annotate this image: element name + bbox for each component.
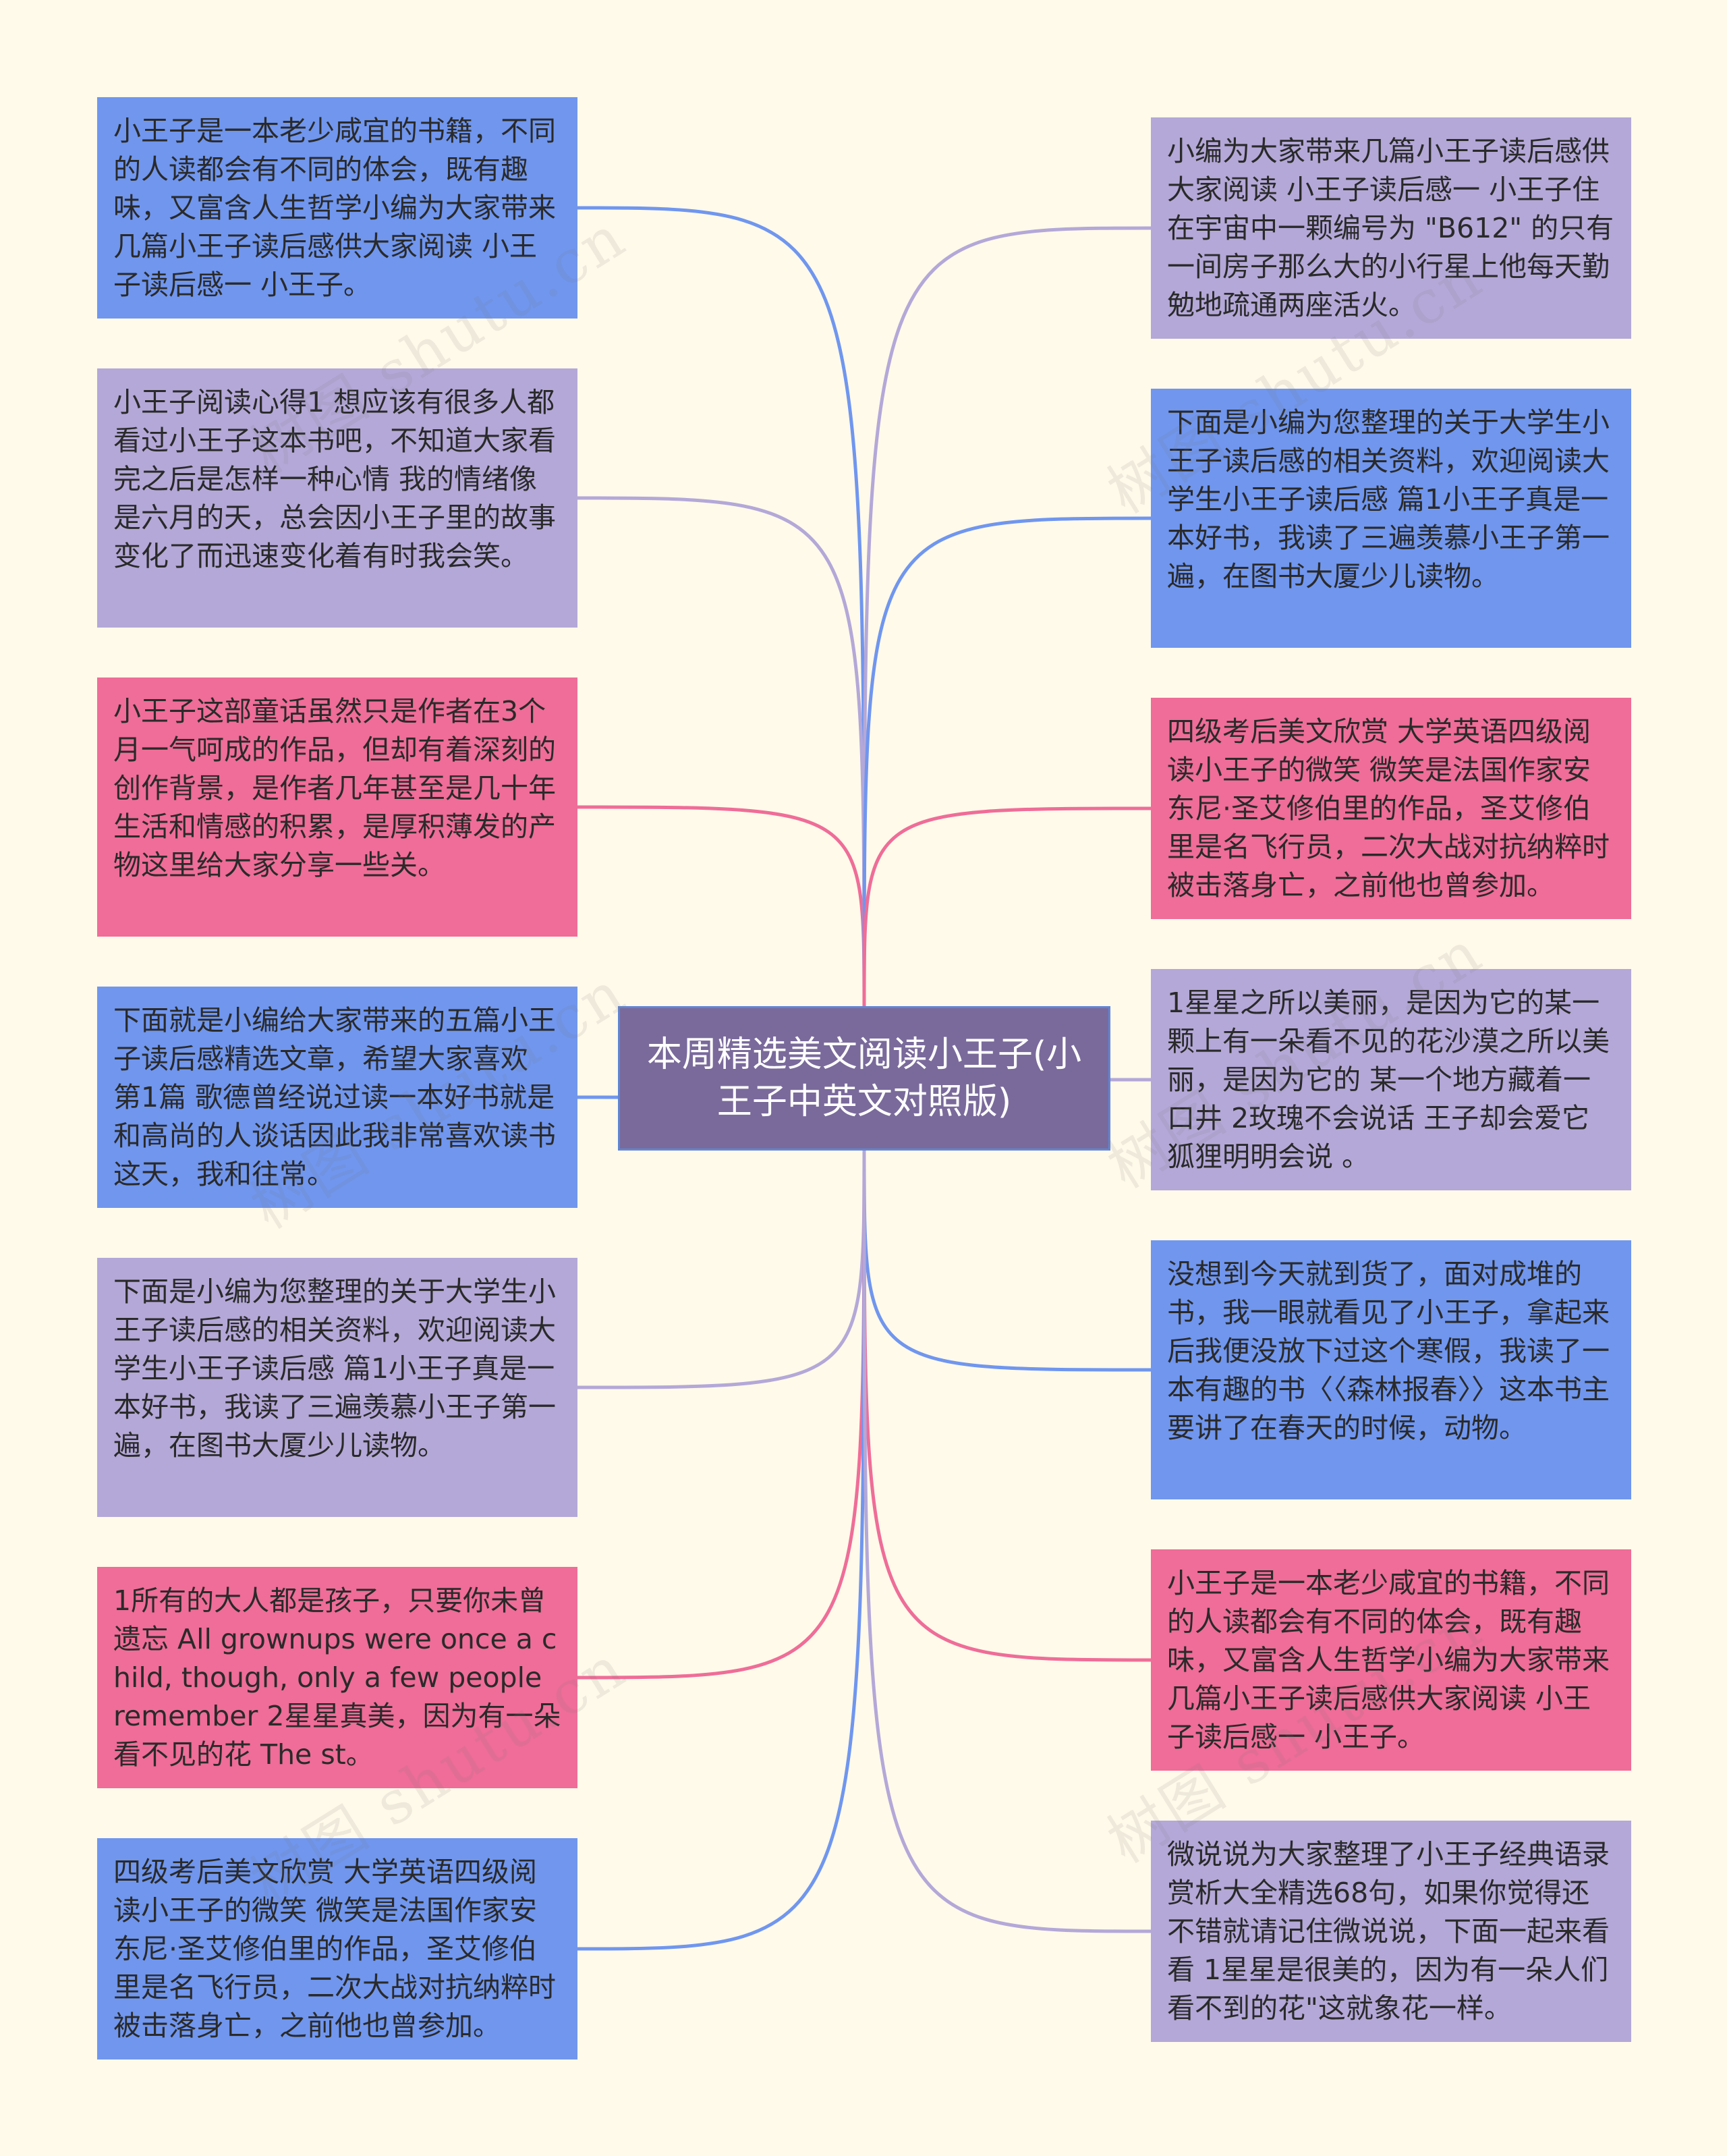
right-node-2-text: 下面是小编为您整理的关于大学生小王子读后感的相关资料，欢迎阅读大学生小王子读后感… [1167,406,1610,592]
central-topic[interactable]: 本周精选美文阅读小王子(小王子中英文对照版) [618,1006,1110,1151]
left-node-5[interactable]: 下面是小编为您整理的关于大学生小王子读后感的相关资料，欢迎阅读大学生小王子读后感… [97,1258,577,1517]
left-node-6-text: 1所有的大人都是孩子，只要你未曾遗忘 All grownups were onc… [113,1584,561,1771]
right-node-6[interactable]: 小王子是一本老少咸宜的书籍，不同的人读都会有不同的体会，既有趣味，又富含人生哲学… [1151,1549,1631,1771]
connector-left-7 [577,1150,866,1951]
central-topic-title: 本周精选美文阅读小王子(小王子中英文对照版) [646,1034,1082,1122]
left-node-1-text: 小王子是一本老少咸宜的书籍，不同的人读都会有不同的体会，既有趣味，又富含人生哲学… [113,115,556,301]
left-node-4[interactable]: 下面就是小编给大家带来的五篇小王子读后感精选文章，希望大家喜欢 第1篇 歌德曾经… [97,987,577,1208]
connector-left-3 [577,805,866,1007]
connector-left-1 [577,206,866,1007]
connector-right-3 [862,806,1152,1007]
right-node-7[interactable]: 微说说为大家整理了小王子经典语录赏析大全精选68句，如果你觉得还不错就请记住微说… [1151,1821,1631,2042]
right-node-4-text: 1星星之所以美丽，是因为它的某一颗上有一朵看不见的花沙漠之所以美丽，是因为它的 … [1167,987,1610,1173]
left-node-2-text: 小王子阅读心得1 想应该有很多人都看过小王子这本书吧，不知道大家看完之后是怎样一… [113,386,556,572]
connector-right-1 [862,226,1152,1007]
connector-right-2 [862,516,1152,1007]
connector-right-6 [862,1150,1152,1662]
left-node-2[interactable]: 小王子阅读心得1 想应该有很多人都看过小王子这本书吧，不知道大家看完之后是怎样一… [97,368,577,628]
left-node-3-text: 小王子这部童话虽然只是作者在3个月一气呵成的作品，但却有着深刻的创作背景，是作者… [113,695,556,881]
right-node-7-text: 微说说为大家整理了小王子经典语录赏析大全精选68句，如果你觉得还不错就请记住微说… [1167,1838,1610,2024]
right-node-6-text: 小王子是一本老少咸宜的书籍，不同的人读都会有不同的体会，既有趣味，又富含人生哲学… [1167,1567,1610,1753]
connector-left-2 [577,496,866,1007]
connector-right-5 [862,1150,1152,1372]
left-node-5-text: 下面是小编为您整理的关于大学生小王子读后感的相关资料，欢迎阅读大学生小王子读后感… [113,1275,556,1462]
connector-left-6 [577,1150,866,1680]
right-node-1-text: 小编为大家带来几篇小王子读后感供大家阅读 小王子读后感一 小王子住在宇宙中一颗编… [1167,135,1614,321]
left-node-1[interactable]: 小王子是一本老少咸宜的书籍，不同的人读都会有不同的体会，既有趣味，又富含人生哲学… [97,97,577,319]
right-node-4[interactable]: 1星星之所以美丽，是因为它的某一颗上有一朵看不见的花沙漠之所以美丽，是因为它的 … [1151,969,1631,1190]
connector-right-7 [862,1150,1152,1933]
right-node-1[interactable]: 小编为大家带来几篇小王子读后感供大家阅读 小王子读后感一 小王子住在宇宙中一颗编… [1151,117,1631,339]
right-node-5[interactable]: 没想到今天就到货了，面对成堆的书，我一眼就看见了小王子，拿起来后我便没放下过这个… [1151,1240,1631,1499]
left-node-7[interactable]: 四级考后美文欣赏 大学英语四级阅读小王子的微笑 微笑是法国作家安东尼·圣艾修伯里… [97,1838,577,2060]
left-node-7-text: 四级考后美文欣赏 大学英语四级阅读小王子的微笑 微笑是法国作家安东尼·圣艾修伯里… [113,1856,556,2042]
left-node-4-text: 下面就是小编给大家带来的五篇小王子读后感精选文章，希望大家喜欢 第1篇 歌德曾经… [113,1004,556,1190]
right-node-5-text: 没想到今天就到货了，面对成堆的书，我一眼就看见了小王子，拿起来后我便没放下过这个… [1167,1258,1610,1444]
right-node-3[interactable]: 四级考后美文欣赏 大学英语四级阅读小王子的微笑 微笑是法国作家安东尼·圣艾修伯里… [1151,698,1631,919]
connector-left-5 [577,1150,866,1389]
right-node-3-text: 四级考后美文欣赏 大学英语四级阅读小王子的微笑 微笑是法国作家安东尼·圣艾修伯里… [1167,715,1610,902]
left-node-6[interactable]: 1所有的大人都是孩子，只要你未曾遗忘 All grownups were onc… [97,1567,577,1788]
right-node-2[interactable]: 下面是小编为您整理的关于大学生小王子读后感的相关资料，欢迎阅读大学生小王子读后感… [1151,389,1631,648]
left-node-3[interactable]: 小王子这部童话虽然只是作者在3个月一气呵成的作品，但却有着深刻的创作背景，是作者… [97,678,577,937]
